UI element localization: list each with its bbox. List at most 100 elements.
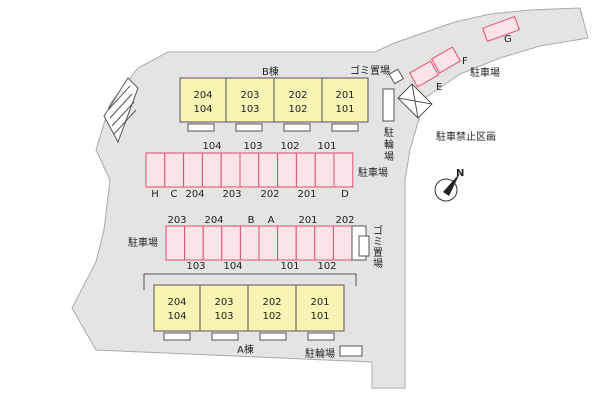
unit-number: 202 xyxy=(262,297,281,308)
building-a-label: A棟 xyxy=(237,343,254,356)
entrance-step xyxy=(163,332,191,341)
parking-space xyxy=(258,152,279,188)
unit-number: 104 xyxy=(167,311,186,322)
entrance-step xyxy=(259,332,287,341)
entrance-step xyxy=(307,332,335,341)
entrance-step xyxy=(211,332,239,341)
parking-space xyxy=(221,225,241,261)
bicycle-parking xyxy=(382,88,395,122)
parking-assign-label: A xyxy=(268,215,275,226)
parking-slot-label: F xyxy=(462,56,468,67)
parking-assign-label: B xyxy=(248,215,255,226)
building-b-unit xyxy=(179,77,227,123)
staircase xyxy=(103,77,139,144)
unit-number: 203 xyxy=(214,297,233,308)
parking-middle xyxy=(165,225,367,261)
unit-number: 103 xyxy=(240,104,259,115)
building-b-label: B棟 xyxy=(262,65,279,78)
building-a-frame xyxy=(143,273,357,290)
building-a-unit xyxy=(199,284,249,332)
parking-assign-label: 202 xyxy=(260,189,279,200)
garbage-area xyxy=(388,68,405,85)
parking-assign-label: D xyxy=(341,189,349,200)
parking-space xyxy=(202,225,223,261)
parking-assign-label: 104 xyxy=(202,141,221,152)
parking-space xyxy=(183,152,203,188)
parking-space xyxy=(165,225,186,261)
parking-top-label: 駐車場 xyxy=(358,166,388,179)
parking-assign-label: H xyxy=(151,189,159,200)
entrance-step xyxy=(283,123,311,132)
parking-space xyxy=(277,152,297,188)
parking-assign-label: 104 xyxy=(223,261,242,272)
entrance-step xyxy=(235,123,263,132)
parking-space xyxy=(314,225,334,261)
unit-number: 201 xyxy=(310,297,329,308)
unit-number: 102 xyxy=(288,104,307,115)
unit-number: 204 xyxy=(193,90,212,101)
bicycle-parking-label: 駐輪場 xyxy=(305,347,335,360)
parking-assign-label: 102 xyxy=(280,141,299,152)
parking-assign-label: 204 xyxy=(204,215,223,226)
parking-space xyxy=(408,60,440,88)
unit-number: 202 xyxy=(288,90,307,101)
unit-number: 204 xyxy=(167,297,186,308)
parking-assign-label: 101 xyxy=(317,141,336,152)
building-b-unit xyxy=(321,77,369,123)
parking-space xyxy=(164,152,185,188)
bicycle-parking-label-2: 輪 xyxy=(384,138,394,151)
bicycle-parking-label-1: 駐 xyxy=(384,126,394,139)
parking-top xyxy=(145,152,354,188)
unit-number: 201 xyxy=(335,90,354,101)
garbage-area-label-4: 場 xyxy=(373,257,383,270)
compass-needle-icon xyxy=(443,173,460,196)
building-a-unit xyxy=(295,284,345,332)
parking-assign-label: 101 xyxy=(280,261,299,272)
parking-space xyxy=(430,46,462,74)
parking-space xyxy=(333,152,354,188)
unit-number: 104 xyxy=(193,104,212,115)
parking-space xyxy=(145,152,166,188)
parking-space xyxy=(239,152,260,188)
parking-space xyxy=(201,152,222,188)
parking-space xyxy=(220,152,241,188)
parking-assign-label: 103 xyxy=(186,261,205,272)
parking-assign-label: 103 xyxy=(243,141,262,152)
parking-middle-label: 駐車場 xyxy=(128,236,158,249)
garbage-area-label-3: 置 xyxy=(373,247,383,259)
parking-slot-label: E xyxy=(436,82,442,93)
parking-assign-label: 202 xyxy=(335,215,354,226)
entrance-step xyxy=(331,123,359,132)
parking-space xyxy=(332,225,353,261)
building-a: 204 104 203 103 202 102 201 101 xyxy=(153,284,345,341)
parking-space xyxy=(277,225,297,261)
parking-assign-label: 102 xyxy=(317,261,336,272)
parking-assign-label: C xyxy=(171,189,178,200)
parking-assign-label: 204 xyxy=(185,189,204,200)
parking-assign-label: 203 xyxy=(222,189,241,200)
garbage-area-label-1: ゴ xyxy=(373,224,383,237)
building-a-unit xyxy=(153,284,201,332)
parking-northeast: E F G xyxy=(408,15,521,93)
bicycle-parking xyxy=(339,345,363,357)
parking-assign-label: 203 xyxy=(167,215,186,226)
unit-number: 103 xyxy=(214,311,233,322)
entrance-step xyxy=(187,123,215,132)
parking-assign-label: 201 xyxy=(297,189,316,200)
no-parking-label: 駐車禁止区画 xyxy=(436,130,496,143)
building-a-unit xyxy=(247,284,297,332)
building-b: 204 104 203 103 202 102 201 101 xyxy=(179,77,369,132)
unit-number: 101 xyxy=(335,104,354,115)
compass-north-label: N xyxy=(456,168,464,179)
building-b-unit xyxy=(225,77,275,123)
parking-space xyxy=(184,225,204,261)
compass: N xyxy=(434,168,464,202)
parking-slot-label: G xyxy=(504,34,512,45)
parking-assign-label: 201 xyxy=(298,215,317,226)
garbage-area-label-2: ミ xyxy=(373,237,383,248)
unit-number: 203 xyxy=(240,90,259,101)
parking-northeast-label: 駐車場 xyxy=(470,66,500,79)
garbage-area xyxy=(358,235,370,257)
